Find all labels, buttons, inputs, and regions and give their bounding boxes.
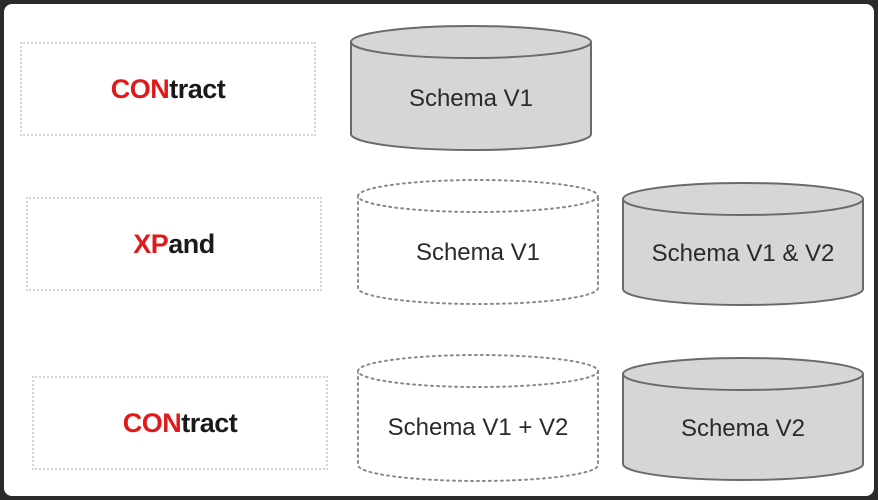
phase-label-highlight: CON: [110, 73, 170, 104]
database-cylinder-schema-v2: Schema V2: [622, 357, 864, 481]
database-cylinder-schema-v1-old: Schema V1: [357, 179, 599, 305]
database-label: Schema V1: [416, 239, 540, 266]
database-cylinder-schema-v1: Schema V1: [350, 25, 592, 151]
database-label: Schema V1 + V2: [388, 414, 569, 441]
database-label: Schema V2: [681, 415, 805, 442]
database-label: Schema V1 & V2: [652, 240, 835, 267]
phase-label-rest: and: [168, 228, 215, 259]
phase-label-rest: tract: [181, 407, 238, 438]
database-cylinder-schema-v1-v2: Schema V1 & V2: [622, 182, 864, 306]
database-label: Schema V1: [409, 85, 533, 112]
phase-label-highlight: CON: [122, 407, 182, 438]
database-cylinder-schema-v1-plus-v2: Schema V1 + V2: [357, 354, 599, 482]
phase-label-rest: tract: [169, 73, 226, 104]
phase-label-highlight: XP: [133, 228, 169, 259]
